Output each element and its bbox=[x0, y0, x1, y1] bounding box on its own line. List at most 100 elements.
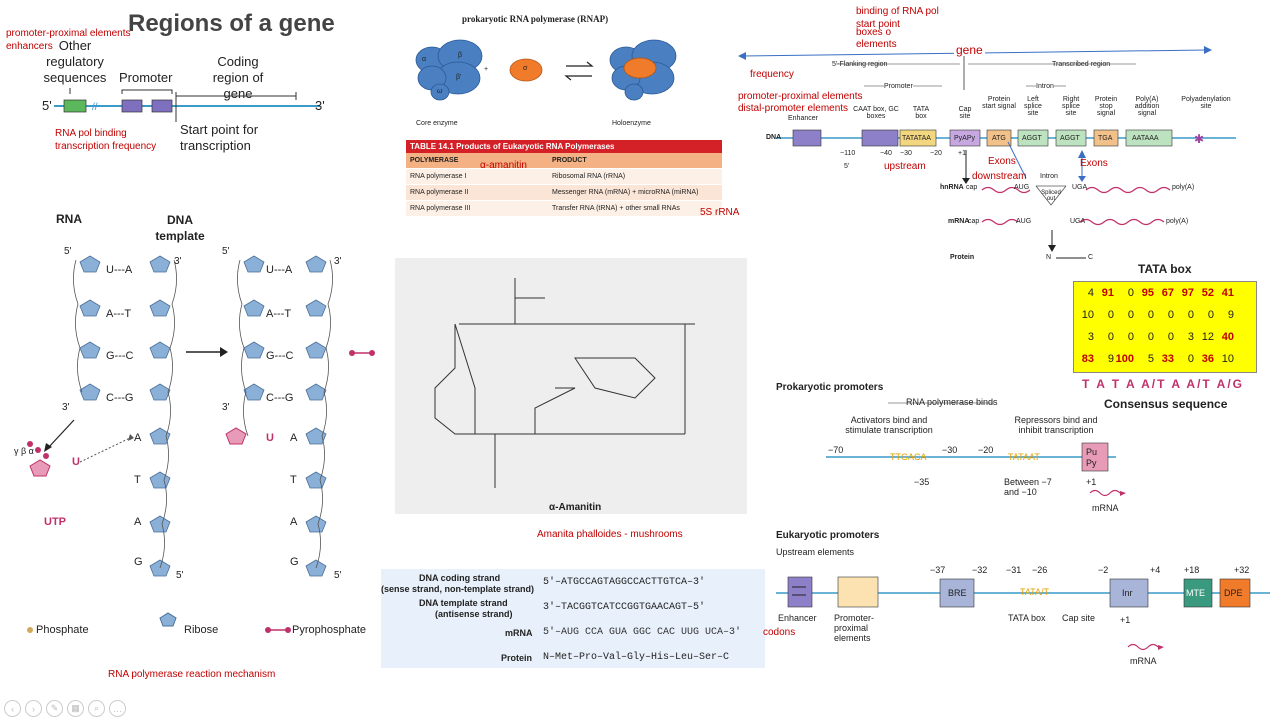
tata-title: TATA box bbox=[1138, 262, 1192, 276]
pair-1: U---A bbox=[106, 264, 133, 276]
other-regulatory-label: Other regulatory sequences bbox=[43, 38, 107, 85]
rnap-sigma: σ bbox=[523, 65, 528, 72]
note-boxes: boxes o bbox=[856, 27, 892, 38]
box-pyapy: PyAPy bbox=[954, 135, 976, 142]
prok-mrna: mRNA bbox=[1092, 503, 1119, 513]
mrna-seq: 5'–AUG CCA GUA GGC CAC UUG UCA–3' bbox=[543, 627, 742, 638]
tata-cell: 3 bbox=[1187, 331, 1194, 343]
polyadenylation-label: Polyadenylation site bbox=[1181, 96, 1231, 110]
note-rna-pol-binding: RNA pol binding bbox=[55, 128, 127, 139]
product-base-1: T bbox=[290, 474, 297, 486]
table-header: POLYMERASE PRODUCT bbox=[406, 153, 722, 168]
mte-box: MTE bbox=[1186, 588, 1205, 598]
table-row: RNA polymerase III Transfer RNA (tRNA) +… bbox=[406, 200, 722, 216]
rnap-title: prokaryotic RNA polymerase (RNAP) bbox=[462, 14, 609, 24]
product-pair-1: U---A bbox=[266, 264, 293, 276]
template-base-1: T bbox=[134, 474, 141, 486]
nucleotide-diagram bbox=[27, 255, 375, 633]
more-options-icon[interactable]: … bbox=[109, 700, 126, 717]
tata-cell: 36 bbox=[1201, 353, 1214, 365]
tataat-seq: TATAAT bbox=[1008, 452, 1040, 462]
product-cell: Messenger RNA (mRNA) + microRNA (miRNA) bbox=[552, 189, 699, 196]
tata-cell: 4 bbox=[1087, 287, 1094, 299]
protein-stop-label: Protein stop signal bbox=[1094, 96, 1118, 117]
promoter-bracket-label: Promoter bbox=[884, 83, 913, 90]
dna-five-prime-bottom: 5' bbox=[176, 570, 184, 581]
zoom-icon[interactable]: ⌕ bbox=[88, 700, 105, 717]
rnapol-binds-label: RNA polymerase binds bbox=[906, 397, 998, 407]
pos-p4: +4 bbox=[1150, 565, 1161, 575]
tata-cell: 3 bbox=[1087, 331, 1094, 343]
pos-m2: −2 bbox=[1098, 565, 1109, 575]
core-enzyme-label: Core enzyme bbox=[416, 120, 458, 127]
tata-cell: 0 bbox=[1147, 331, 1154, 343]
note-exons-2: Exons bbox=[1080, 158, 1108, 169]
prokaryotic-promoters-panel: Prokaryotic promoters RNA polymerase bin… bbox=[770, 375, 1150, 515]
svg-text:✱: ✱ bbox=[1194, 132, 1204, 146]
tata-matrix: 4 91 0 95 67 97 52 41 10 0 0 0 0 0 0 9 3… bbox=[1073, 281, 1257, 373]
tata-cell: 95 bbox=[1141, 287, 1154, 299]
tata-cell: 10 bbox=[1081, 309, 1094, 321]
amanitin-panel: α-Amanitin bbox=[395, 258, 747, 514]
tata-cell: 83 bbox=[1081, 353, 1094, 365]
euk-mrna: mRNA bbox=[1130, 656, 1157, 666]
box-aataaa: AATAAA bbox=[1132, 135, 1159, 142]
euk-plus1: +1 bbox=[1120, 615, 1131, 625]
previous-slide-icon[interactable]: ‹ bbox=[4, 700, 21, 717]
hnrna-uga: UGA bbox=[1072, 184, 1088, 191]
tata-cell: 0 bbox=[1127, 287, 1134, 299]
inr-box: Inr bbox=[1122, 588, 1133, 598]
note-start-point: start point bbox=[856, 19, 900, 30]
product-u: U bbox=[266, 432, 274, 444]
hnrna-polya: poly(A) bbox=[1172, 184, 1195, 191]
consensus-label: Consensus sequence bbox=[1104, 397, 1228, 411]
box-atg: ATG bbox=[992, 135, 1006, 142]
product-pair-2: A---T bbox=[266, 308, 292, 320]
euk-tata-label: TATA box bbox=[1008, 613, 1046, 623]
pos-m37: −37 bbox=[930, 565, 946, 575]
polymerase-cell: RNA polymerase III bbox=[410, 205, 471, 212]
protein-label: Protein bbox=[950, 254, 975, 261]
pos-30: −30 bbox=[900, 150, 912, 157]
gene-regions-diagram: // bbox=[54, 88, 320, 122]
five-prime-label: 5' bbox=[42, 98, 52, 113]
note-dpe: distal-promoter elements bbox=[738, 103, 849, 114]
pos-40: −40 bbox=[880, 150, 892, 157]
spliced-out-label: Spliced out bbox=[1041, 190, 1061, 202]
enhancer-label: Enhancer bbox=[788, 115, 818, 122]
product-three-prime: 3' bbox=[222, 402, 230, 413]
tata-cell: 40 bbox=[1221, 331, 1234, 343]
box-aggt-left: AGGT bbox=[1022, 135, 1042, 142]
product-five-prime-bottom: 5' bbox=[334, 570, 342, 581]
pos-m70: −70 bbox=[828, 445, 844, 455]
header-product: PRODUCT bbox=[552, 157, 587, 164]
tata-cell: 41 bbox=[1221, 287, 1234, 299]
codon-table: DNA coding strand (sense strand, non-tem… bbox=[381, 569, 765, 668]
table-row: RNA polymerase I Ribosomal RNA (rRNA) bbox=[406, 168, 722, 184]
euk-cap-label: Cap site bbox=[1062, 613, 1096, 623]
slides-icon[interactable]: ▦ bbox=[67, 700, 84, 717]
coding-region-label: Coding region of gene bbox=[212, 54, 264, 101]
utp-label: UTP bbox=[44, 516, 66, 528]
pen-icon[interactable]: ✎ bbox=[46, 700, 63, 717]
pos-20: −20 bbox=[930, 150, 942, 157]
euk-ppe-label: Promoter-proximal elements bbox=[834, 613, 875, 643]
mrna-polya: poly(A) bbox=[1166, 218, 1189, 225]
rnap-alpha: α bbox=[422, 56, 427, 63]
pos-p18: +18 bbox=[1184, 565, 1200, 575]
tata-cell: 97 bbox=[1181, 287, 1194, 299]
next-slide-icon[interactable]: › bbox=[25, 700, 42, 717]
product-cell: Ribosomal RNA (rRNA) bbox=[552, 173, 626, 180]
protein-row-label: Protein bbox=[501, 653, 533, 663]
tata-cell: 9 bbox=[1107, 353, 1114, 365]
regions-of-gene-panel: Regions of a gene Other regulatory seque… bbox=[0, 0, 380, 170]
eukaryotic-gene-diagram: ✱ bbox=[738, 46, 1236, 259]
protein-start-label: Protein start signal bbox=[982, 96, 1016, 110]
product-pair-4: C---G bbox=[266, 392, 294, 404]
pos-m30: −30 bbox=[942, 445, 958, 455]
template-strand-sub: (antisense strand) bbox=[435, 609, 513, 619]
svg-text://: // bbox=[92, 102, 98, 113]
utp-u: U bbox=[72, 456, 80, 468]
start-point-label: Start point for transcription bbox=[180, 122, 259, 153]
tata-consensus-seq: T A T A A/T A A/T A/G bbox=[1082, 377, 1244, 391]
